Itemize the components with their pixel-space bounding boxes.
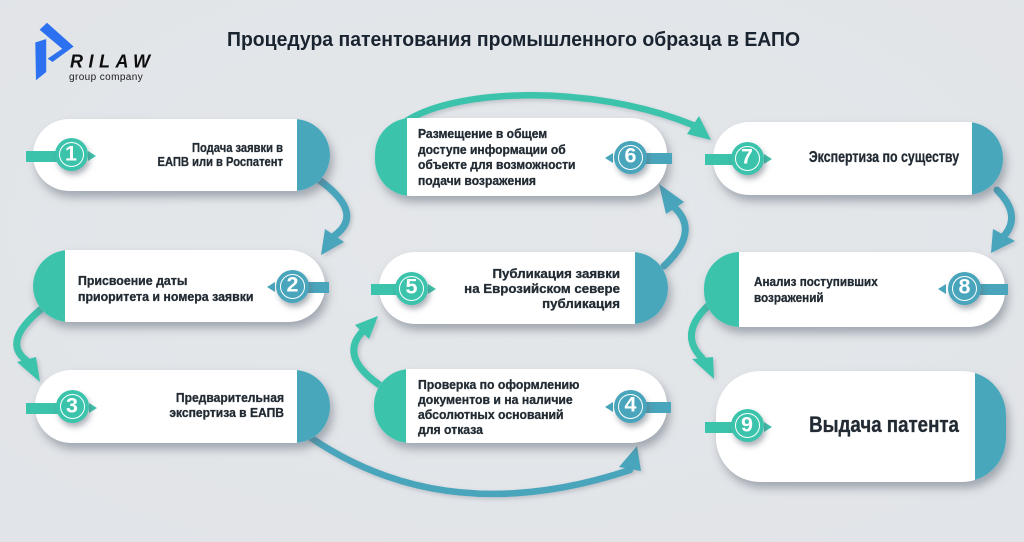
- svg-text:group company: group company: [69, 72, 143, 83]
- svg-text:RILAW: RILAW: [70, 52, 156, 72]
